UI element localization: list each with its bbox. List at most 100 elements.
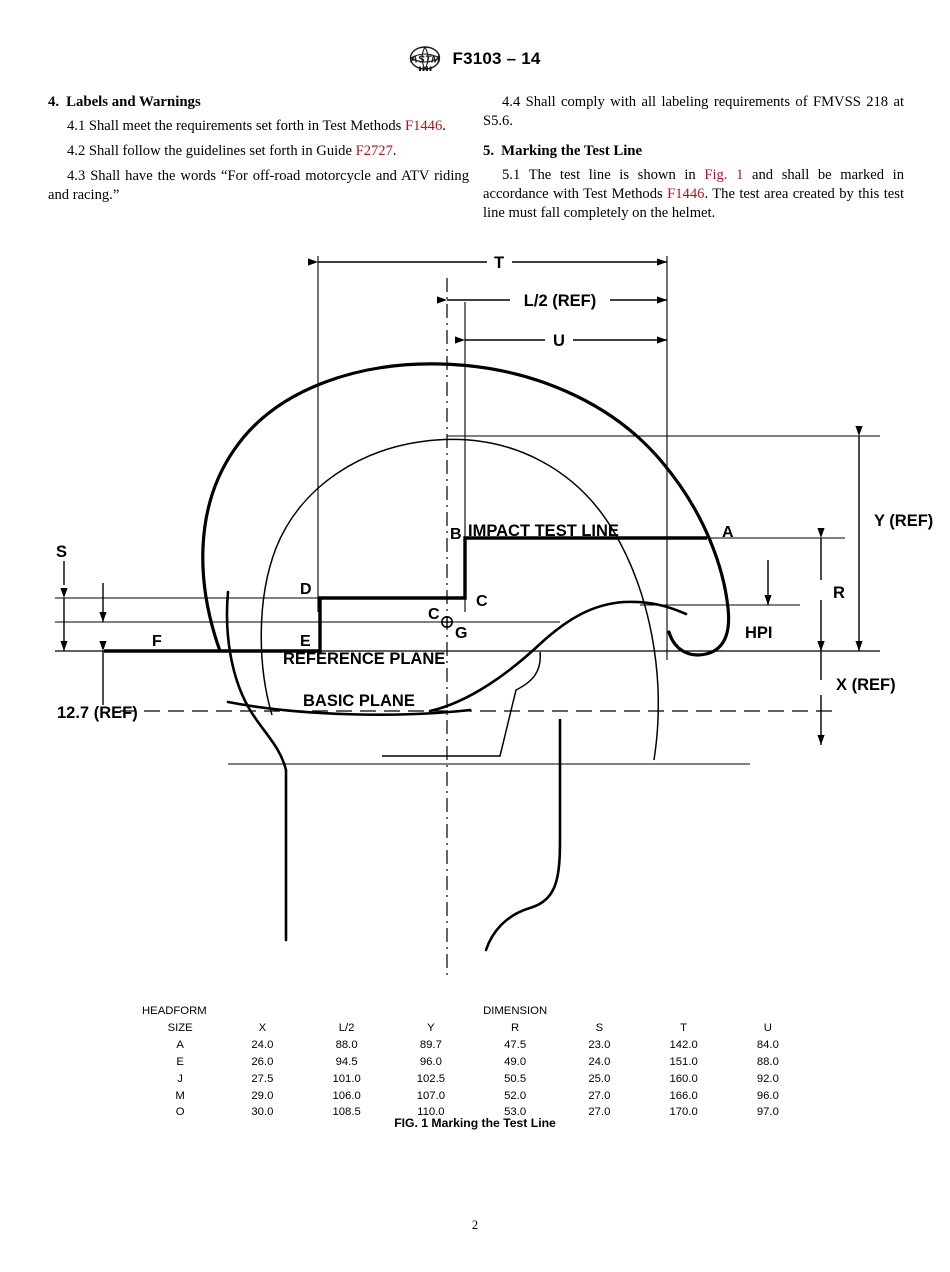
dim-label-R: R — [833, 584, 845, 602]
headform-inner-outline — [260, 438, 659, 761]
table-cell-x: 24.0 — [251, 1038, 274, 1051]
xref-f1446-link[interactable]: F1446 — [404, 118, 443, 135]
head-chin-neck-profile — [484, 718, 562, 952]
table-cell-x: 30.0 — [251, 1106, 274, 1119]
xref-f1446-link-2[interactable]: F1446 — [667, 186, 705, 203]
table-cell-r: 49.0 — [504, 1055, 527, 1068]
table-row: J 27.5 101.0 102.5 50.5 25.0 160.0 92.0 — [140, 1071, 810, 1088]
table-cell-y: 110.0 — [417, 1106, 445, 1119]
table-cell-size: J — [177, 1072, 183, 1085]
dim-label-S: S — [56, 543, 67, 561]
table-cell-r: 52.0 — [504, 1089, 527, 1102]
table-row: A 24.0 88.0 89.7 47.5 23.0 142.0 84.0 — [140, 1037, 810, 1054]
figure-1-drawing: T L/2 (REF) U Y (REF) R HPI X (REF) S 12… — [0, 240, 950, 1000]
table-cell-y: 89.7 — [419, 1038, 442, 1051]
paragraph-5-1-text-c: . The test area created by this test lin… — [483, 186, 904, 222]
table-row: M 29.0 106.0 107.0 52.0 27.0 166.0 96.0 — [140, 1088, 810, 1105]
table-header-col-l2: L/2 — [338, 1021, 355, 1034]
section-4-number: 4. — [48, 94, 60, 110]
section-5-title: Marking the Test Line — [501, 142, 643, 159]
table-group-header-row: HEADFORM DIMENSION — [140, 1003, 810, 1020]
paragraph-5-1-text-b: and shall be marked in accordance with T… — [483, 167, 905, 203]
svg-text:ASTM: ASTM — [410, 54, 441, 66]
table-cell-u: 88.0 — [756, 1055, 779, 1068]
section-4-title: Labels and Warnings — [66, 94, 201, 110]
dim-label-Y: Y (REF) — [874, 512, 933, 530]
head-face-profile — [428, 600, 688, 713]
paragraph-5-1-text-a: 5.1 The test line is shown in — [502, 167, 705, 184]
table-cell-t: 142.0 — [669, 1038, 698, 1051]
table-cell-t: 160.0 — [669, 1072, 698, 1085]
point-label-A: A — [722, 524, 734, 541]
label-reference-plane: REFERENCE PLANE — [283, 650, 445, 668]
table-cell-r: 47.5 — [504, 1038, 527, 1051]
standard-designation: F3103 – 14 — [452, 49, 541, 68]
figure-caption: FIG. 1 Marking the Test Line — [394, 1116, 556, 1130]
point-label-B: B — [450, 526, 462, 543]
helmet-lower-rear-curve — [226, 700, 472, 716]
point-label-C-lower: C — [428, 606, 440, 623]
table-cell-u: 96.0 — [756, 1089, 779, 1102]
table-header-col-r: R — [511, 1021, 520, 1034]
paragraph-4-1-text-b: . — [442, 118, 446, 135]
table-cell-x: 26.0 — [251, 1055, 274, 1068]
table-row: E 26.0 94.5 96.0 49.0 24.0 151.0 88.0 — [140, 1054, 810, 1071]
table-cell-l2: 94.5 — [335, 1055, 358, 1068]
point-label-G: G — [455, 625, 467, 642]
section-5-number: 5. — [483, 142, 495, 159]
table-cell-t: 170.0 — [669, 1106, 698, 1119]
table-cell-t: 166.0 — [669, 1089, 698, 1102]
table-cell-l2: 88.0 — [335, 1038, 358, 1051]
table-cell-size: O — [175, 1106, 185, 1119]
table-cell-x: 29.0 — [251, 1089, 274, 1102]
table-cell-x: 27.5 — [251, 1072, 274, 1085]
table-cell-s: 23.0 — [588, 1038, 611, 1051]
point-label-F: F — [152, 633, 162, 650]
impact-test-line-path — [104, 536, 707, 653]
table-cell-u: 97.0 — [756, 1106, 779, 1119]
dim-label-127: 12.7 (REF) — [57, 704, 138, 722]
table-cell-r: 53.0 — [504, 1106, 527, 1119]
table-cell-y: 102.5 — [416, 1072, 445, 1085]
table-cell-l2: 106.0 — [332, 1089, 361, 1102]
table-cell-t: 151.0 — [669, 1055, 698, 1068]
paragraph-4-2-text-b: . — [392, 143, 397, 160]
table-cell-s: 27.0 — [588, 1106, 611, 1119]
table-cell-s: 24.0 — [588, 1055, 611, 1068]
dim-label-L2: L/2 (REF) — [524, 292, 596, 310]
astm-logo-icon: ASTM — [409, 46, 443, 72]
table-header-size: SIZE — [167, 1021, 193, 1034]
table-cell-y: 96.0 — [419, 1055, 442, 1068]
table-cell-l2: 108.5 — [332, 1106, 361, 1119]
xref-f2727-link[interactable]: F2727 — [355, 143, 393, 160]
table-cell-s: 25.0 — [588, 1072, 611, 1085]
section-4-heading: 4. Labels and Warnings — [48, 93, 469, 112]
table-header-col-y: Y — [427, 1021, 435, 1034]
headform-dimension-table: HEADFORM DIMENSION SIZE X L/2 Y R S T U — [140, 1003, 810, 1121]
table-cell-s: 27.0 — [588, 1089, 611, 1102]
xref-fig1-link[interactable]: Fig. 1 — [704, 167, 744, 184]
paragraph-4-2: 4.2 Shall follow the guidelines set fort… — [48, 142, 469, 161]
head-back-profile — [225, 590, 288, 942]
table-group-header-dimension: DIMENSION — [483, 1005, 548, 1017]
table-cell-r: 50.5 — [504, 1072, 527, 1085]
label-impact-test-line: IMPACT TEST LINE — [468, 522, 619, 540]
page-number: 2 — [471, 1218, 479, 1232]
label-basic-plane: BASIC PLANE — [303, 692, 415, 710]
dim-label-X: X (REF) — [836, 676, 896, 694]
table-cell-size: E — [176, 1055, 184, 1068]
table-header-col-s: S — [595, 1021, 604, 1034]
table-row: O 30.0 108.5 110.0 53.0 27.0 170.0 97.0 — [140, 1104, 810, 1121]
table-header-col-u: U — [763, 1021, 772, 1034]
point-label-D: D — [300, 581, 312, 598]
paragraph-4-4: 4.4 Shall comply with all labeling requi… — [483, 94, 904, 129]
paragraph-4-3: 4.3 Shall have the words “For off-road m… — [48, 168, 469, 204]
left-text-column: 4. Labels and Warnings 4.1 Shall meet the… — [48, 93, 469, 211]
section-5-heading: 5. Marking the Test Line — [483, 142, 904, 161]
table-cell-y: 107.0 — [416, 1089, 445, 1102]
table-cell-size: M — [175, 1089, 185, 1102]
table-cell-u: 92.0 — [756, 1072, 779, 1085]
dim-label-HPI: HPI — [745, 624, 773, 642]
paragraph-4-1-text-a: 4.1 Shall meet the requirements set fort… — [67, 118, 405, 135]
